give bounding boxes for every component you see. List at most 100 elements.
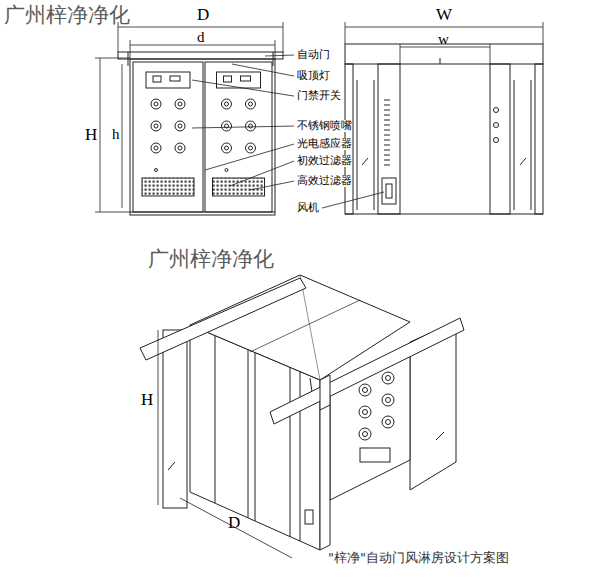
stroke	[345, 214, 543, 215]
stroke	[384, 125, 390, 126]
panel	[217, 72, 261, 88]
panel	[130, 59, 275, 215]
panel	[118, 52, 283, 59]
watermark: 广州梓净净化	[148, 248, 274, 271]
nozzle	[178, 146, 182, 150]
panel	[133, 62, 203, 212]
stroke	[100, 58, 101, 212]
stroke	[531, 80, 532, 210]
stroke	[180, 498, 292, 558]
nozzle	[151, 99, 161, 109]
stroke	[232, 64, 294, 76]
nozzle	[175, 99, 185, 109]
stroke	[248, 350, 249, 518]
stroke	[158, 330, 159, 505]
stroke	[384, 165, 390, 166]
stroke	[128, 52, 129, 66]
stroke	[192, 80, 294, 96]
nozzle	[386, 398, 391, 403]
dimension-label: H	[141, 391, 153, 410]
nozzle	[225, 169, 228, 172]
stroke	[436, 432, 444, 440]
nozzle	[363, 410, 368, 415]
part-label: 门禁开关	[297, 90, 341, 102]
panel	[153, 76, 161, 82]
panel	[224, 76, 232, 82]
stroke	[265, 55, 294, 57]
part-label: 初效过滤器	[297, 155, 352, 167]
panel	[535, 64, 543, 214]
face	[320, 375, 330, 550]
panel	[142, 178, 194, 196]
dimension-label: h	[112, 126, 120, 143]
stroke	[130, 40, 131, 59]
stroke	[168, 462, 175, 470]
dimension-label: w	[438, 31, 449, 48]
stroke	[95, 58, 130, 59]
stroke	[345, 22, 346, 44]
stroke	[300, 275, 320, 380]
nozzle	[249, 124, 253, 128]
part-label: 风机	[297, 202, 319, 214]
stroke	[440, 58, 441, 64]
stroke	[130, 212, 275, 213]
nozzle	[382, 394, 394, 406]
dimension-label: W	[436, 6, 452, 25]
stroke	[250, 181, 294, 190]
stroke	[543, 22, 544, 44]
stroke	[322, 192, 384, 208]
nozzle	[246, 143, 256, 153]
nozzle	[222, 121, 232, 131]
nozzle	[359, 428, 371, 440]
panel	[305, 510, 313, 524]
stroke	[122, 64, 123, 208]
nozzle	[246, 99, 256, 109]
stroke	[230, 161, 294, 186]
nozzle	[151, 121, 161, 131]
nozzle	[363, 432, 368, 437]
part-label: 自动门	[297, 49, 330, 61]
watermark: 广州梓净净化	[4, 4, 130, 27]
stroke	[255, 353, 256, 521]
face	[140, 278, 306, 360]
nozzle	[178, 124, 182, 128]
nozzle	[222, 143, 232, 153]
nozzle	[222, 99, 232, 109]
stroke	[384, 140, 390, 141]
panel	[163, 330, 187, 508]
stroke	[384, 155, 390, 156]
stroke	[275, 40, 276, 59]
dimension-label: D	[197, 6, 209, 25]
stroke	[514, 80, 515, 210]
nozzle	[154, 124, 158, 128]
nozzle	[386, 420, 391, 425]
stroke	[384, 115, 390, 116]
panel	[205, 62, 272, 212]
stroke	[320, 405, 330, 410]
dimension-label: d	[197, 29, 205, 46]
nozzle	[175, 121, 185, 131]
nozzle	[178, 102, 182, 106]
stroke	[384, 120, 390, 121]
stroke	[520, 158, 526, 165]
stroke	[384, 150, 390, 151]
part-label: 光电感应器	[297, 138, 352, 150]
nozzle	[494, 108, 499, 113]
nozzle	[151, 143, 161, 153]
stroke	[345, 27, 543, 28]
panel	[146, 72, 190, 88]
part-label: 不锈钢喷嘴	[297, 120, 352, 132]
stroke	[357, 80, 358, 210]
stroke	[362, 158, 368, 165]
nozzle	[225, 102, 229, 106]
nozzle	[175, 143, 185, 153]
nozzle	[359, 406, 371, 418]
panel	[360, 448, 390, 462]
stroke	[192, 126, 294, 128]
stroke	[384, 145, 390, 146]
stroke	[250, 300, 360, 352]
stroke	[384, 130, 390, 131]
nozzle	[494, 138, 499, 143]
